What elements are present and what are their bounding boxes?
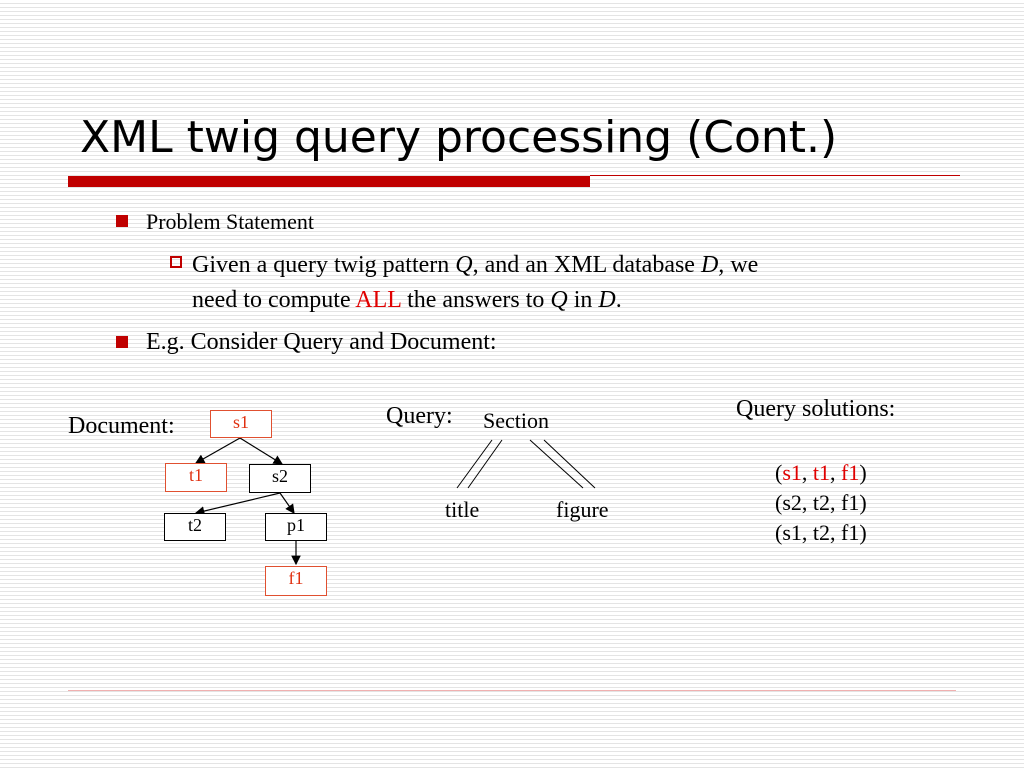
bullet-problem-statement: Problem Statement [146, 209, 315, 234]
slide-title: XML twig query processing (Cont.) [80, 112, 838, 163]
text-segment: need to compute [192, 287, 356, 313]
query-label: Query: [386, 403, 453, 429]
database-symbol: D [598, 287, 616, 313]
solution-value: s2 [782, 490, 802, 515]
query-edge-left-b [467, 439, 503, 489]
text-segment: , and an XML database [472, 252, 701, 278]
solution-value: t1 [812, 460, 831, 485]
doc-node-f1: f1 [265, 566, 327, 596]
doc-node-s1: s1 [210, 410, 272, 438]
text-segment: in [567, 287, 599, 313]
solution-value: t2 [812, 520, 831, 545]
edge-s2-t2 [194, 492, 281, 516]
sub-bullet-line-2: need to compute ALL the answers to Q in … [192, 285, 622, 315]
query-edge-right-b [543, 439, 596, 489]
hollow-square-bullet-icon [170, 256, 182, 268]
doc-node-s2: s2 [249, 464, 311, 493]
doc-node-t2: t2 [164, 513, 226, 541]
solution-value: f1 [841, 490, 860, 515]
query-edge-left-a [456, 439, 493, 489]
doc-node-p1: p1 [265, 513, 327, 541]
query-node-title: title [445, 497, 480, 522]
database-symbol: D, [700, 252, 725, 278]
square-bullet-icon [116, 215, 128, 227]
solution-value: f1 [841, 460, 860, 485]
solution-value: s1 [782, 460, 802, 485]
doc-node-t1: t1 [165, 463, 227, 492]
edge-s1-s2 [239, 437, 284, 465]
solution-value: s1 [782, 520, 802, 545]
solution-row-3: (s1, t2, f1) [775, 520, 867, 545]
footer-divider [68, 690, 956, 691]
query-edge-right-a [529, 439, 584, 489]
solution-value: t2 [812, 490, 831, 515]
text-segment: the answers to [401, 287, 551, 313]
query-symbol: Q [455, 252, 473, 278]
all-emphasis: ALL [355, 287, 402, 313]
query-symbol: Q [550, 287, 568, 313]
solution-value: f1 [841, 520, 860, 545]
text-segment: Given a query twig pattern [192, 252, 456, 278]
title-underline-thin [590, 175, 960, 176]
solution-row-1: (s1, t1, f1) [775, 460, 867, 485]
edge-s2-p1 [279, 492, 295, 514]
title-underline-thick [68, 176, 590, 187]
square-bullet-icon [116, 336, 128, 348]
sub-bullet-line-1: Given a query twig pattern Q, and an XML… [192, 250, 758, 280]
solution-row-2: (s2, t2, f1) [775, 490, 867, 515]
query-node-figure: figure [556, 497, 609, 522]
text-segment: . [615, 287, 622, 313]
document-label: Document: [68, 413, 175, 439]
solutions-label: Query solutions: [736, 396, 896, 422]
bullet-example: E.g. Consider Query and Document: [146, 329, 497, 355]
text-segment: we [724, 252, 759, 278]
query-node-section: Section [483, 408, 549, 433]
edge-s1-t1 [194, 437, 241, 464]
